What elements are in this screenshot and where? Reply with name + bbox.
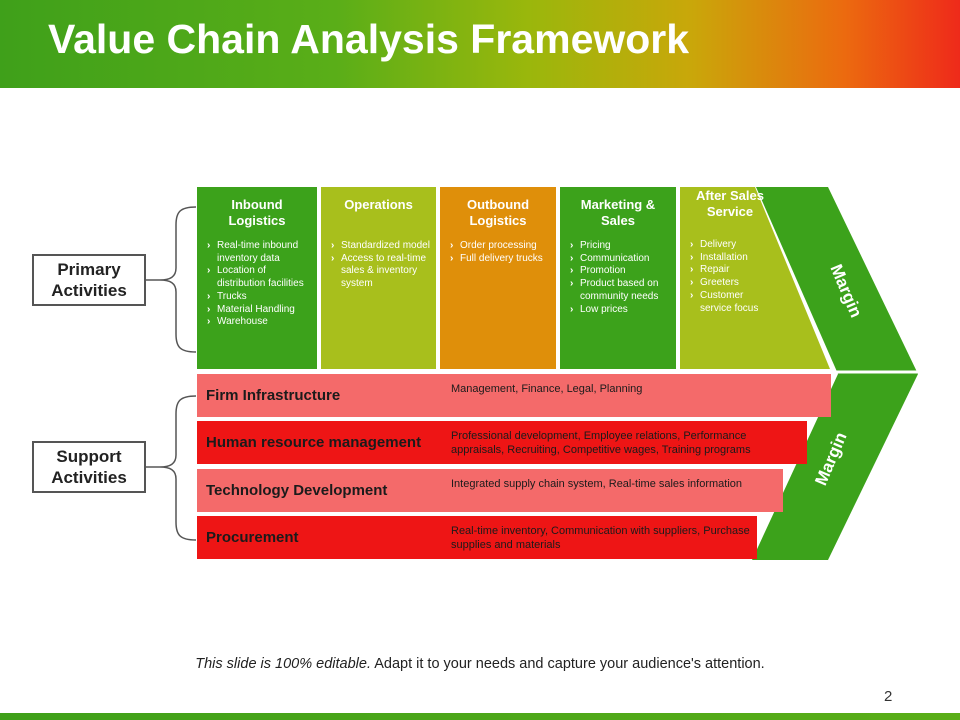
activity-heading: Operations bbox=[344, 197, 413, 212]
activity-inbound-logistics: Inbound Logistics Real-time inbound inve… bbox=[197, 187, 317, 369]
activity-item: Order processing bbox=[450, 240, 550, 253]
primary-bracket bbox=[159, 206, 197, 353]
support-row-description: Professional development, Employee relat… bbox=[451, 430, 751, 456]
activity-marketing-sales: Marketing & Sales Pricing Communication … bbox=[560, 187, 676, 369]
support-row-human-resource-management: Human resource management Professional d… bbox=[197, 421, 807, 464]
support-row-description: Real-time inventory, Communication with … bbox=[451, 525, 750, 551]
primary-activities-label: Primary Activities bbox=[32, 254, 146, 306]
title-banner: Value Chain Analysis Framework bbox=[0, 0, 960, 88]
activity-outbound-logistics: Outbound Logistics Order processing Full… bbox=[440, 187, 556, 369]
margin-arrow-lower bbox=[752, 374, 918, 560]
activity-item: Product based on community needs bbox=[570, 278, 670, 303]
activity-operations: Operations Standardized model Access to … bbox=[321, 187, 436, 369]
activity-item: Greeters bbox=[690, 277, 774, 290]
activity-item: Communication bbox=[570, 253, 670, 266]
support-row-description: Management, Finance, Legal, Planning bbox=[451, 383, 643, 395]
support-bracket bbox=[159, 395, 197, 541]
footer-bar bbox=[0, 713, 960, 720]
footnote-text: Adapt it to your needs and capture your … bbox=[370, 656, 765, 672]
support-row-technology-development: Technology Development Integrated supply… bbox=[197, 469, 783, 512]
footnote: This slide is 100% editable. Adapt it to… bbox=[0, 656, 960, 672]
activity-item: Delivery bbox=[690, 239, 774, 252]
footnote-italic: This slide is 100% editable. bbox=[195, 656, 371, 672]
activity-item: Location of distribution facilities bbox=[207, 265, 311, 290]
activity-heading: Outbound Logistics bbox=[466, 197, 530, 228]
support-row-firm-infrastructure: Firm Infrastructure Management, Finance,… bbox=[197, 374, 831, 417]
activity-item: Repair bbox=[690, 264, 774, 277]
activity-item: Low prices bbox=[570, 304, 670, 317]
activity-item: Warehouse bbox=[207, 316, 311, 329]
activity-item: Promotion bbox=[570, 265, 670, 278]
page-number: 2 bbox=[884, 688, 893, 705]
activity-heading: Marketing & Sales bbox=[580, 197, 656, 228]
activity-item: Trucks bbox=[207, 291, 311, 304]
activity-item: Standardized model bbox=[331, 240, 430, 253]
margin-arrow-upper bbox=[756, 187, 918, 374]
activity-item: Pricing bbox=[570, 240, 670, 253]
activity-item: Material Handling bbox=[207, 304, 311, 317]
page-title: Value Chain Analysis Framework bbox=[48, 16, 690, 62]
activity-item: Installation bbox=[690, 252, 774, 265]
support-row-description: Integrated supply chain system, Real-tim… bbox=[451, 478, 743, 490]
support-row-procurement: Procurement Real-time inventory, Communi… bbox=[197, 516, 757, 559]
support-row-title: Human resource management bbox=[206, 434, 422, 451]
activity-heading: After Sales Service bbox=[696, 188, 764, 219]
support-row-title: Procurement bbox=[206, 529, 299, 546]
activity-item: Full delivery trucks bbox=[450, 253, 550, 266]
activity-item: Customer service focus bbox=[690, 290, 774, 315]
activity-item: Access to real-time sales & inventory sy… bbox=[331, 253, 430, 291]
support-row-title: Firm Infrastructure bbox=[206, 387, 341, 404]
activity-item: Real-time inbound inventory data bbox=[207, 240, 311, 265]
support-row-title: Technology Development bbox=[206, 482, 388, 499]
activity-heading: Inbound Logistics bbox=[228, 197, 286, 228]
activity-after-sales-service: After Sales Service Delivery Installatio… bbox=[680, 187, 780, 369]
support-activities-label: Support Activities bbox=[32, 441, 146, 493]
